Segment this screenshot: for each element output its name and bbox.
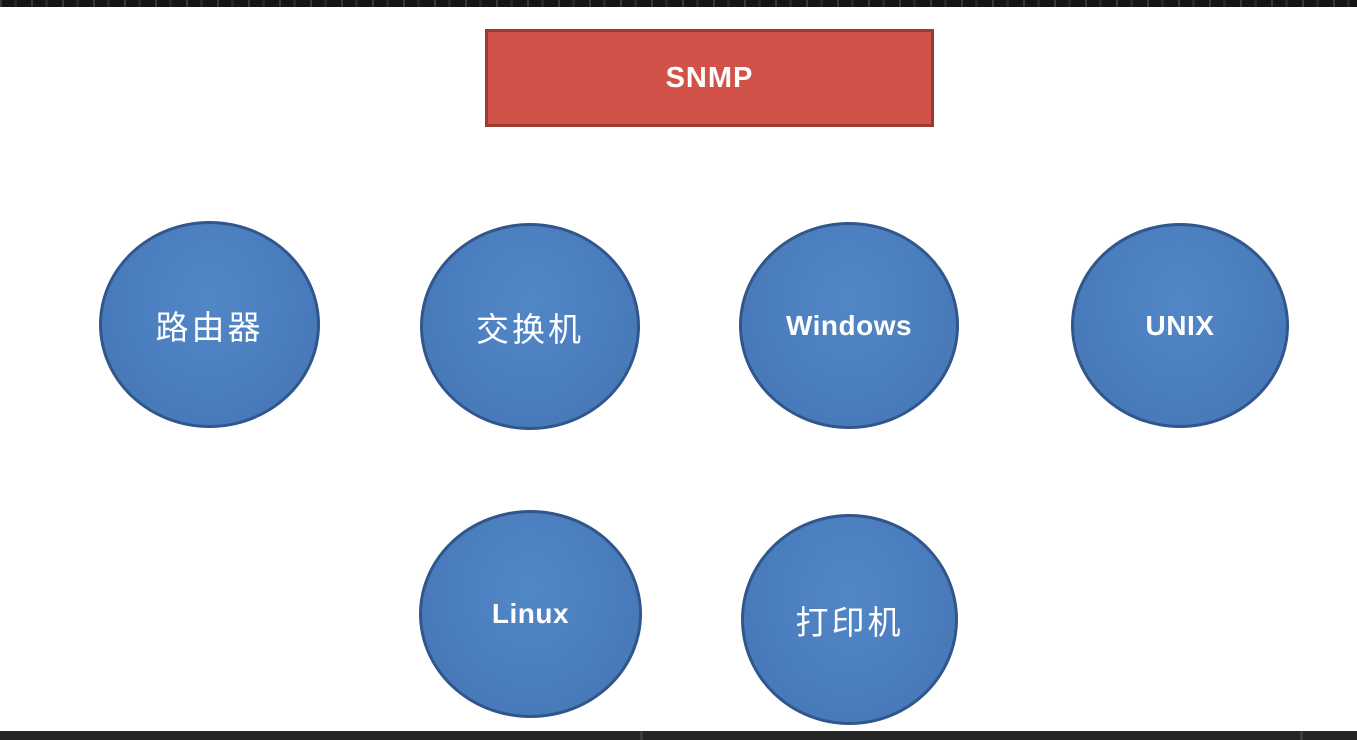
node-circle-unix: UNIX xyxy=(1071,223,1289,428)
node-circle-switch: 交换机 xyxy=(420,223,640,430)
node-label-linux: Linux xyxy=(491,598,570,629)
node-circle-printer: 打印机 xyxy=(741,514,958,725)
node-label-router: 路由器 xyxy=(155,307,264,347)
node-label-windows: Windows xyxy=(785,309,913,341)
node-label-switch: 交换机 xyxy=(476,309,584,349)
node-circle-linux: Linux xyxy=(419,510,642,718)
snmp-title-box: SNMP xyxy=(485,29,934,127)
top-clipped-strip xyxy=(0,0,1357,7)
node-label-unix: UNIX xyxy=(1145,309,1215,341)
bottom-clipped-strip xyxy=(0,731,1357,740)
node-circle-windows: Windows xyxy=(739,222,959,429)
snmp-label: SNMP xyxy=(665,61,754,94)
node-circle-router: 路由器 xyxy=(99,221,320,428)
node-label-printer: 打印机 xyxy=(795,602,904,642)
